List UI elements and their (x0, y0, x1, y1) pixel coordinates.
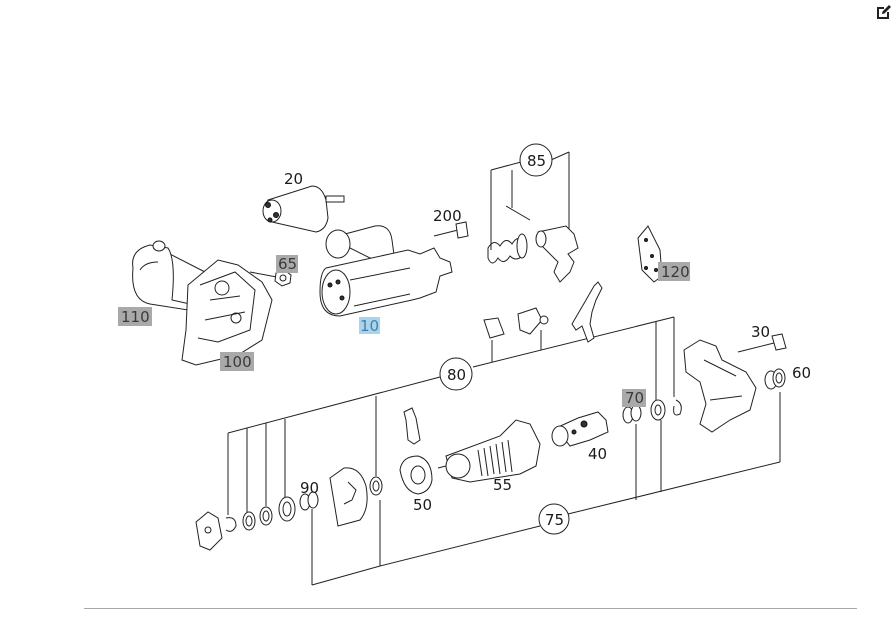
label-110-text: 110 (121, 308, 150, 326)
label-70[interactable]: 70 (622, 389, 646, 407)
label-100-text: 100 (223, 353, 252, 371)
label-200-text: 200 (433, 207, 462, 225)
label-120-text: 120 (661, 263, 690, 281)
part-110-heat-shield (132, 240, 191, 311)
label-120-highlight (658, 262, 690, 281)
part-10-starter-motor (319, 225, 453, 317)
label-30[interactable]: 30 (751, 323, 770, 341)
label-110-highlight (118, 307, 152, 326)
label-50[interactable]: 50 (413, 496, 432, 514)
label-90-text: 90 (300, 479, 319, 497)
label-65-text: 65 (278, 255, 297, 273)
label-100[interactable]: 100 (220, 352, 254, 371)
part-washer-stack (195, 476, 383, 551)
label-40-text: 40 (588, 445, 607, 463)
callout-75[interactable]: 75 (538, 503, 570, 535)
part-100-cover (181, 259, 273, 366)
leader-lines (161, 151, 781, 586)
callout-80-circle (439, 357, 473, 391)
label-200[interactable]: 200 (433, 207, 462, 225)
part-90-bushing (299, 491, 319, 511)
label-60-text: 60 (792, 364, 811, 382)
edit-icon[interactable] (874, 2, 894, 22)
label-65[interactable]: 65 (276, 255, 298, 273)
callout-85-circle (519, 143, 553, 177)
label-110[interactable]: 110 (118, 307, 152, 326)
part-200-bolt (433, 221, 469, 239)
callout-85[interactable]: 85 (519, 143, 553, 177)
part-120-gasket (637, 225, 663, 283)
label-50-text: 50 (413, 496, 432, 514)
edit-icon-glyph (877, 5, 891, 19)
label-20[interactable]: 20 (284, 170, 303, 188)
label-10-highlight (359, 317, 380, 334)
label-75-text: 75 (545, 511, 564, 529)
callout-80[interactable]: 80 (439, 357, 473, 391)
part-85-plunger-kit (487, 205, 579, 283)
callout-75-circle (538, 503, 570, 535)
label-90[interactable]: 90 (300, 479, 319, 497)
label-100-highlight (220, 352, 254, 371)
label-70-text: 70 (625, 389, 644, 407)
label-10[interactable]: 10 (359, 317, 380, 335)
label-10-text: 10 (360, 317, 379, 335)
bottom-divider (84, 608, 857, 609)
label-65-highlight (276, 255, 298, 273)
label-40[interactable]: 40 (588, 445, 607, 463)
label-80-text: 80 (447, 366, 466, 384)
label-60[interactable]: 60 (792, 364, 811, 382)
label-85-text: 85 (527, 152, 546, 170)
part-40-pinion (551, 411, 609, 447)
label-70-highlight (622, 389, 646, 407)
part-80-brush-items (483, 281, 603, 343)
label-55[interactable]: 55 (493, 476, 512, 494)
part-50-brush-holder (399, 407, 433, 495)
label-120[interactable]: 120 (658, 262, 690, 281)
part-55-armature (437, 419, 541, 483)
part-20-solenoid (262, 185, 345, 233)
part-drive-housing (683, 339, 757, 433)
part-70-bushing (622, 399, 682, 424)
label-55-text: 55 (493, 476, 512, 494)
label-30-text: 30 (751, 323, 770, 341)
part-end-plate (329, 467, 368, 527)
part-30-bolt (737, 333, 787, 353)
part-60-bushing (764, 368, 786, 390)
label-20-text: 20 (284, 170, 303, 188)
